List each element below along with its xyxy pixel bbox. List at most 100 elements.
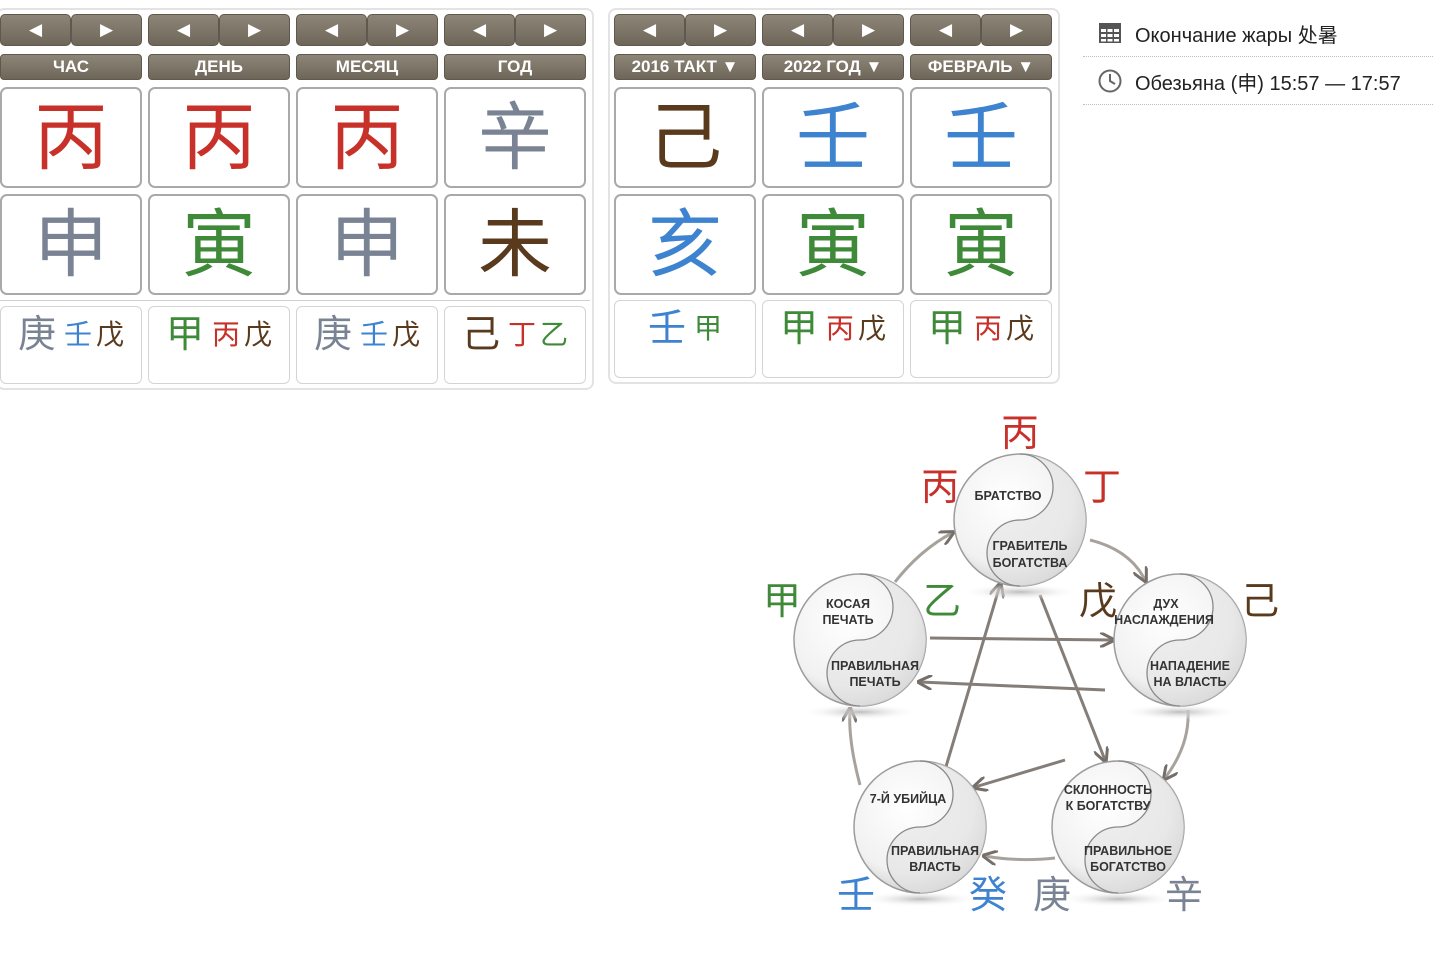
wheel-char: 辛 <box>1164 873 1203 917</box>
clock-icon <box>1098 69 1122 93</box>
node-label: ГРАБИТЕЛЬ <box>992 539 1067 553</box>
controlling-cycle-arrows <box>920 585 1112 787</box>
hidden-stem-char: 甲 <box>165 312 204 356</box>
year-header: ГОД <box>444 54 586 80</box>
node-label: ПРАВИЛЬНАЯ <box>831 659 919 673</box>
luck-month-prev-button[interactable]: ◀ <box>910 14 981 46</box>
hour-stem[interactable]: 丙 <box>0 87 142 188</box>
hidden-stem-char: 戊 <box>96 318 125 351</box>
luck-year-branch[interactable]: 寅 <box>762 194 904 295</box>
hour-info-row: Обезьяна (申) 15:57 — 17:57 <box>1083 58 1433 105</box>
month-branch[interactable]: 申 <box>296 194 438 295</box>
luck-year-next-button[interactable]: ▶ <box>833 14 904 46</box>
decade-dropdown[interactable]: 2016 ТАКТ ▼ <box>614 54 756 80</box>
wheel-char: 丁 <box>1082 465 1121 509</box>
decade-hidden-stems: 壬 甲 <box>614 300 756 378</box>
hour-branch[interactable]: 申 <box>0 194 142 295</box>
node-label: ПРАВИЛЬНАЯ <box>891 844 979 858</box>
node-label: ДУХ <box>1153 597 1179 611</box>
luck-month-hidden-stems: 甲 丙 戊 <box>910 300 1052 378</box>
hidden-stem-char: 庚 <box>313 312 352 356</box>
hidden-stem-char: 甲 <box>694 312 723 345</box>
day-stem[interactable]: 丙 <box>148 87 290 188</box>
luck-year-hidden-stems: 甲 丙 戊 <box>762 300 904 378</box>
hidden-stem-char: 壬 <box>647 306 686 350</box>
month-stem[interactable]: 丙 <box>296 87 438 188</box>
divider <box>0 300 590 301</box>
node-label: НА ВЛАСТЬ <box>1153 675 1226 689</box>
wheel-char: 乙 <box>922 579 961 623</box>
day-prev-button[interactable]: ◀ <box>148 14 219 46</box>
luck-month-next-button[interactable]: ▶ <box>981 14 1052 46</box>
decade-branch[interactable]: 亥 <box>614 194 756 295</box>
decade-stem[interactable]: 己 <box>614 87 756 188</box>
calendar-table-icon <box>1099 23 1121 43</box>
day-hidden-stems: 甲 丙 戊 <box>148 306 290 384</box>
node-label: БОГАТСТВО <box>1090 860 1166 874</box>
solar-term-text: Окончание жары 处暑 <box>1135 24 1338 47</box>
wheel-char: 癸 <box>968 873 1007 917</box>
decade-next-button[interactable]: ▶ <box>685 14 756 46</box>
day-branch[interactable]: 寅 <box>148 194 290 295</box>
wheel-char: 庚 <box>1032 873 1071 917</box>
node-label: НАПАДЕНИЕ <box>1150 659 1230 673</box>
hidden-stem-char: 丁 <box>507 318 536 351</box>
luck-year-prev-button[interactable]: ◀ <box>762 14 833 46</box>
solar-term-row: Окончание жары 处暑 <box>1083 10 1433 57</box>
hidden-stem-char: 丙 <box>211 318 240 351</box>
hidden-stem-char: 戊 <box>392 318 421 351</box>
luck-year-stem[interactable]: 壬 <box>762 87 904 188</box>
luck-month-branch[interactable]: 寅 <box>910 194 1052 295</box>
wheel-char: 丙 <box>1000 411 1039 455</box>
wheel-node-brotherhood: БРАТСТВО ГРАБИТЕЛЬ БОГАТСТВА <box>953 453 1087 600</box>
day-header: ДЕНЬ <box>148 54 290 80</box>
hidden-stem-char: 壬 <box>359 318 388 351</box>
hidden-stem-char: 甲 <box>927 306 966 350</box>
hidden-stem-char: 戊 <box>1006 312 1035 345</box>
decade-prev-button[interactable]: ◀ <box>614 14 685 46</box>
wheel-char: 壬 <box>836 873 875 917</box>
hidden-stem-char: 戊 <box>244 318 273 351</box>
node-label: ВЛАСТЬ <box>909 860 961 874</box>
node-label: 7-Й УБИЙЦА <box>870 791 946 806</box>
hour-info-text: Обезьяна (申) 15:57 — 17:57 <box>1135 72 1401 95</box>
five-elements-diagram: БРАТСТВО ГРАБИТЕЛЬ БОГАТСТВА ДУХ НАСЛАЖД… <box>793 453 1247 907</box>
node-label: БРАТСТВО <box>974 489 1041 503</box>
year-hidden-stems: 己 丁 乙 <box>444 306 586 384</box>
wheel-char: 己 <box>1240 579 1279 623</box>
wheel-node-wealth: СКЛОННОСТЬ К БОГАТСТВУ ПРАВИЛЬНОЕ БОГАТС… <box>1051 760 1185 907</box>
month-prev-button[interactable]: ◀ <box>296 14 367 46</box>
node-label: ПРАВИЛЬНОЕ <box>1084 844 1172 858</box>
wheel-node-power: 7-Й УБИЙЦА ПРАВИЛЬНАЯ ВЛАСТЬ <box>853 760 987 907</box>
wheel-char: 丙 <box>920 465 959 509</box>
day-next-button[interactable]: ▶ <box>219 14 290 46</box>
luck-month-stem[interactable]: 壬 <box>910 87 1052 188</box>
hidden-stem-char: 壬 <box>63 318 92 351</box>
node-label: К БОГАТСТВУ <box>1066 799 1151 813</box>
hidden-stem-char: 丙 <box>825 312 854 345</box>
hidden-stem-char: 甲 <box>779 306 818 350</box>
year-next-button[interactable]: ▶ <box>515 14 586 46</box>
luck-year-dropdown[interactable]: 2022 ГОД ▼ <box>762 54 904 80</box>
hidden-stem-char: 己 <box>461 312 500 356</box>
node-label: БОГАТСТВА <box>993 556 1068 570</box>
hour-prev-button[interactable]: ◀ <box>0 14 71 46</box>
year-stem[interactable]: 辛 <box>444 87 586 188</box>
wheel-char: 戊 <box>1078 579 1117 623</box>
hidden-stem-char: 丙 <box>973 312 1002 345</box>
month-next-button[interactable]: ▶ <box>367 14 438 46</box>
hour-next-button[interactable]: ▶ <box>71 14 142 46</box>
luck-month-dropdown[interactable]: ФЕВРАЛЬ ▼ <box>910 54 1052 80</box>
hidden-stem-char: 戊 <box>858 312 887 345</box>
hour-hidden-stems: 庚 壬 戊 <box>0 306 142 384</box>
node-label: ПЕЧАТЬ <box>822 613 873 627</box>
month-header: МЕСЯЦ <box>296 54 438 80</box>
wheel-node-resource: КОСАЯ ПЕЧАТЬ ПРАВИЛЬНАЯ ПЕЧАТЬ <box>793 573 927 720</box>
node-label: ПЕЧАТЬ <box>849 675 900 689</box>
node-label: НАСЛАЖДЕНИЯ <box>1114 613 1214 627</box>
year-prev-button[interactable]: ◀ <box>444 14 515 46</box>
hidden-stem-char: 乙 <box>540 318 569 351</box>
hour-header: ЧАС <box>0 54 142 80</box>
month-hidden-stems: 庚 壬 戊 <box>296 306 438 384</box>
year-branch[interactable]: 未 <box>444 194 586 295</box>
